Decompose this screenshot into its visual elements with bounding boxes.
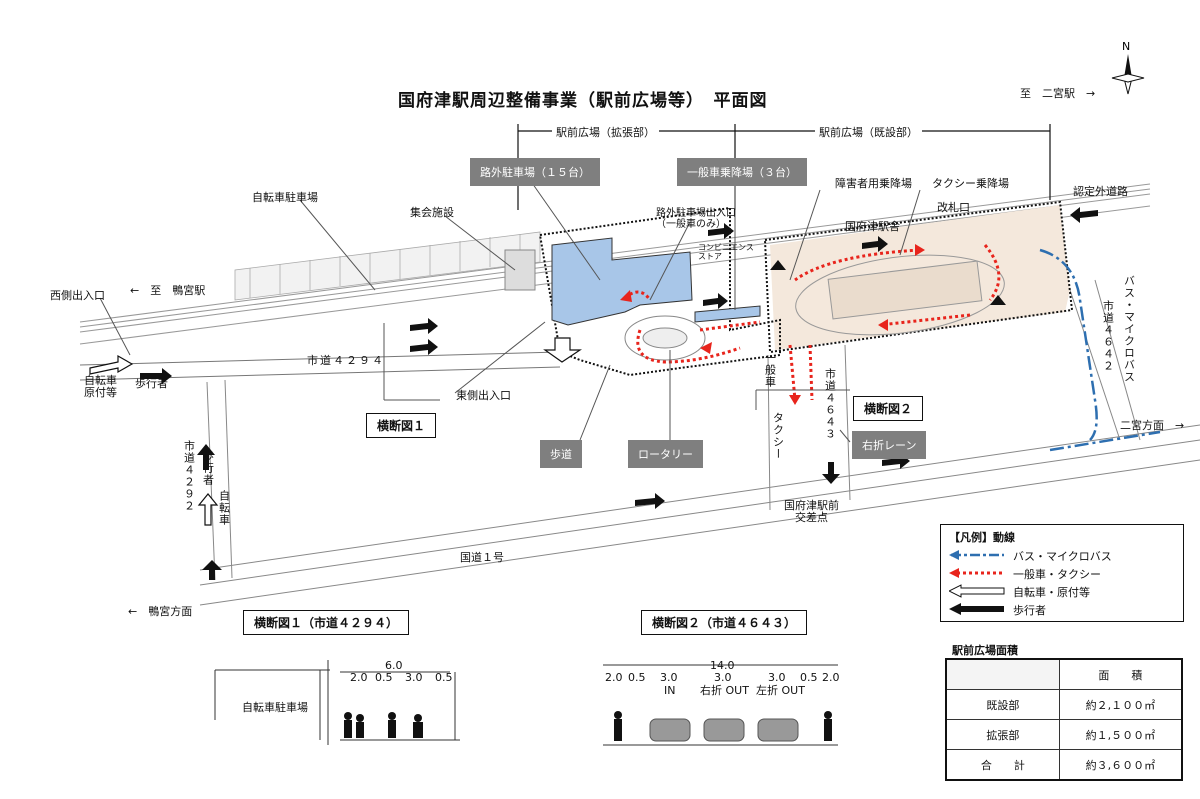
cross-section-2-tag: 横断図２ (853, 396, 924, 421)
station-building-label: 国府津駅舎 (845, 220, 900, 233)
table-row: 合 計約３,６００㎡ (945, 749, 1183, 781)
right-turn-lane-callout: 右折レーン (852, 431, 927, 459)
extension-area-label: 駅前広場（拡張部） (552, 124, 659, 140)
pedestrian-vertical-label: 歩行者 (201, 450, 215, 486)
cross-section-1-title: 横断図１（市道４２９４） (243, 610, 410, 635)
table-row: 面 積 (945, 658, 1183, 690)
cross-section-2-title: 横断図２（市道４６４３） (641, 610, 808, 635)
ticket-gate-label: 改札口 (937, 201, 970, 214)
bicycle-vertical-label: 自転車 (217, 490, 231, 526)
legend-item-pedestrian: 歩行者 (1013, 604, 1046, 617)
parking-entrance-label: 路外駐車場出入口 （一般車のみ） (656, 208, 736, 230)
section2-lane: IN (664, 684, 676, 697)
table-row: 既設部約２,１００㎡ (945, 689, 1183, 720)
city-road-4292-label: 市道４２９２ (182, 440, 196, 512)
section2-dim: 2.0 (605, 671, 623, 684)
section1-dim: 0.5 (435, 671, 453, 684)
page-title: 国府津駅周辺整備事業（駅前広場等） 平面図 (398, 91, 768, 111)
pedestrian-arrow-icon (949, 603, 1004, 615)
cross-section-1-drawing (214, 660, 460, 745)
section2-dim: 3.0 (714, 671, 732, 684)
to-ninomiya-label: 至 二宮駅 → (1020, 87, 1096, 100)
to-kamomiya-station-label: ← 至 鴨宮駅 (130, 284, 206, 297)
section2-lane: 右折 OUT (700, 684, 749, 697)
accessible-boarding-label: 障害者用乗降場 (835, 177, 912, 190)
section1-bicycle-parking: 自転車駐車場 (242, 701, 308, 714)
section2-dim: 3.0 (768, 671, 786, 684)
city-road-4294-label: 市道４２９４ (307, 354, 385, 367)
area-row-value: 約３,６００㎡ (1058, 749, 1183, 781)
certified-road-label: 認定外道路 (1073, 185, 1128, 198)
sidewalk-callout: 歩道 (540, 440, 582, 468)
taxi-boarding-label: タクシー乗降場 (932, 177, 1009, 190)
area-row-label: 既設部 (945, 689, 1060, 720)
area-header: 面 積 (1058, 658, 1183, 690)
north-label: N (1122, 40, 1130, 53)
area-title: 駅前広場面積 (952, 644, 1018, 657)
legend-symbols (949, 550, 1005, 615)
offroad-parking-callout: 路外駐車場（１５台） (470, 158, 600, 186)
legend-item-car: 一般車・タクシー (1013, 568, 1101, 581)
section2-total: 14.0 (710, 659, 735, 672)
area-table: 面 積 既設部約２,１００㎡ 拡張部約１,５００㎡ 合 計約３,６００㎡ (945, 658, 1183, 781)
convenience-store-label: コンビニエンス ストア (698, 243, 754, 261)
general-drop-callout: 一般車乗降場（３台） (677, 158, 807, 186)
bicycle-arrow-icon (949, 584, 1005, 598)
area-row-label: 拡張部 (945, 719, 1060, 750)
legend-item-bus: バス・マイクロバス (1013, 550, 1112, 563)
section2-dim: 0.5 (800, 671, 818, 684)
bicycle-moped-label: 自転車 原付等 (84, 374, 117, 400)
kamomiya-direction-label: ← 鴨宮方面 (128, 605, 193, 618)
west-entrance-label: 西側出入口 (50, 289, 105, 302)
section2-dim: 2.0 (822, 671, 840, 684)
section1-dim: 3.0 (405, 671, 423, 684)
national-route-1-label: 国道１号 (460, 551, 504, 564)
bicycle-parking-label: 自転車駐車場 (252, 191, 318, 204)
city-road-4642-label: 市道４６４２ (1101, 300, 1115, 372)
area-row-value: 約２,１００㎡ (1058, 689, 1183, 720)
section2-dim: 3.0 (660, 671, 678, 684)
ninomiya-direction-label: 二宮方面 → (1120, 419, 1185, 432)
legend-item-bicycle: 自転車・原付等 (1013, 586, 1090, 599)
east-entrance-label: 東側出入口 (456, 389, 511, 402)
existing-area-label: 駅前広場（既設部） (815, 124, 922, 140)
area-row-value: 約１,５００㎡ (1058, 719, 1183, 750)
pedestrian-label: 歩行者 (135, 377, 168, 390)
cross-section-1-tag: 横断図１ (366, 413, 437, 438)
section2-dim: 0.5 (628, 671, 646, 684)
rotary-callout: ロータリー (628, 440, 703, 468)
cross-section-2-drawing (603, 664, 838, 746)
bus-microbus-label: バス・マイクロバス (1122, 275, 1136, 383)
legend-title: 【凡例】動線 (949, 531, 1015, 544)
area-row-label: 合 計 (945, 749, 1060, 781)
table-row: 拡張部約１,５００㎡ (945, 719, 1183, 750)
north-arrow-icon: N (1111, 40, 1145, 95)
taxi-label: タクシー (771, 412, 785, 460)
community-facility-label: 集会施設 (410, 206, 454, 219)
section1-dim: 2.0 (350, 671, 368, 684)
kozu-intersection-label: 国府津駅前 交差点 (784, 499, 839, 525)
legend: 【凡例】動線 バス・マイクロバス 一般車・タクシー 自転車・原付等 歩行者 (940, 524, 1184, 622)
section1-dim: 0.5 (375, 671, 393, 684)
city-road-4643-label: 市道４６４３ (823, 368, 837, 440)
section1-total: 6.0 (385, 659, 403, 672)
section2-lane: 左折 OUT (756, 684, 805, 697)
general-car-label: 一般車 (763, 352, 777, 388)
